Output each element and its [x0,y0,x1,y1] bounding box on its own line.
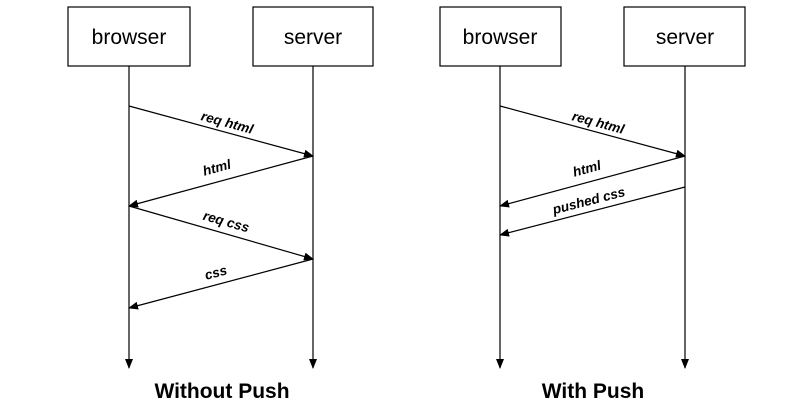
message-label: html [201,157,233,179]
message-arrow [499,155,686,208]
participant-label: browser [463,26,538,49]
participant-browser: browser [439,6,562,67]
message-arrow [499,105,686,158]
message-label: html [571,158,603,180]
participant-label: server [284,26,342,49]
diagram-caption: Without Push [154,380,289,402]
diagram-without-push: browser server req html html req css css… [67,6,374,402]
participant-label: server [656,26,714,49]
participant-browser: browser [67,6,191,67]
message-arrow [128,155,314,208]
diagram-with-push: browser server req html html pushed css … [439,6,746,402]
message-arrow [128,258,314,310]
participant-box [252,6,374,67]
message-arrow [499,186,686,237]
message-arrow [128,205,314,261]
message-label: css [203,262,229,282]
participant-box [67,6,191,67]
diagram-caption: With Push [542,380,644,402]
message-label: req css [201,208,251,236]
participant-label: browser [92,26,167,49]
participant-server: server [623,6,746,67]
message-arrow [128,105,314,158]
participant-server: server [252,6,374,67]
